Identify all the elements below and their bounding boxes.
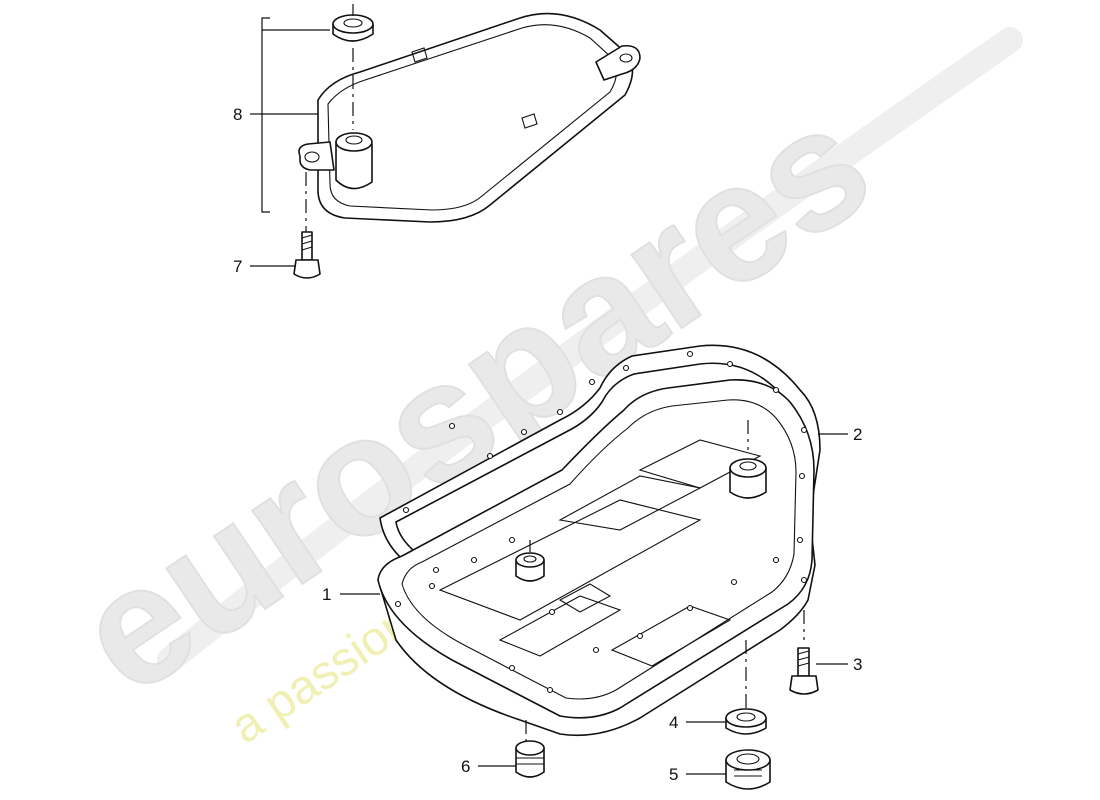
- callout-2: 2: [853, 425, 862, 444]
- callout-5: 5: [669, 765, 678, 784]
- callout-7: 7: [233, 257, 242, 276]
- filter-assembly: [298, 12, 641, 223]
- bolt-7: [293, 231, 321, 279]
- oil-pan-1: [377, 379, 816, 737]
- callout-8: 8: [233, 105, 242, 124]
- callout-4: 4: [669, 713, 678, 732]
- drain-plug-5: [725, 749, 771, 790]
- seal-ring-4: [725, 708, 767, 735]
- plug-6: [515, 740, 545, 778]
- callout-3: 3: [853, 655, 862, 674]
- bolt-3: [789, 647, 819, 695]
- flange-holes: [394, 350, 808, 694]
- callout-6: 6: [461, 757, 470, 776]
- leaders: [250, 17, 848, 775]
- callout-1: 1: [322, 585, 331, 604]
- callout-labels: 1 2 3 4 5 6 7 8: [233, 105, 862, 784]
